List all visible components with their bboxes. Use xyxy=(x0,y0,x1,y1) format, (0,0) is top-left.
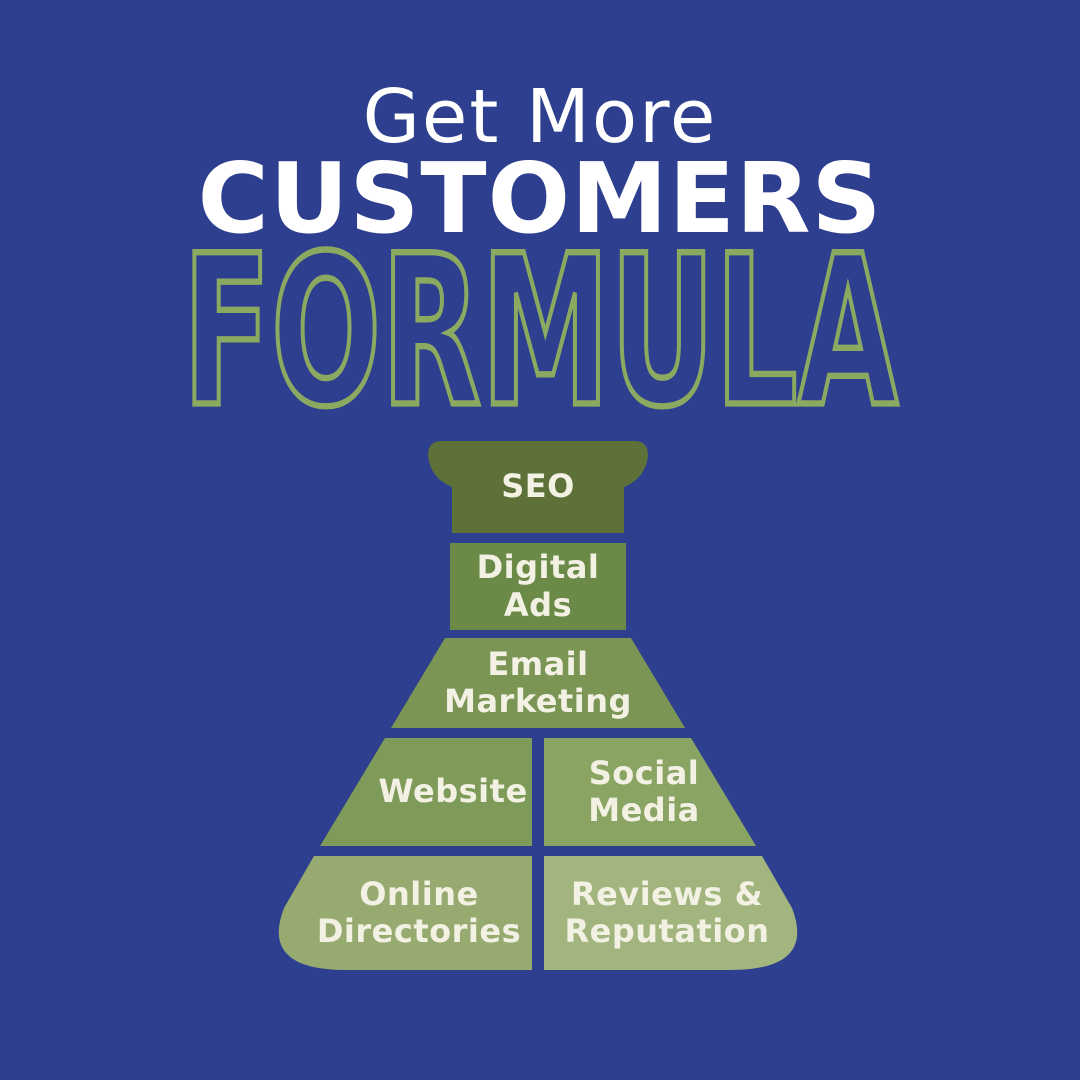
segment-label: Online xyxy=(359,874,479,913)
segment-label: Marketing xyxy=(444,682,632,720)
segment-label: Reviews & xyxy=(570,874,764,913)
segment-label: Media xyxy=(588,791,700,829)
segment-label: Reputation xyxy=(564,912,770,950)
title-formula: FORMULA xyxy=(0,226,1080,440)
funnel-segment-email-marketing: Email Marketing xyxy=(391,638,685,728)
funnel-segment-seo: SEO xyxy=(428,441,648,533)
funnel-segment-online-directories: Online Directories xyxy=(246,856,532,970)
segment-label: Directories xyxy=(316,912,522,950)
segment-label: Social xyxy=(588,753,700,792)
segment-label: SEO xyxy=(501,467,575,506)
segment-label: Ads xyxy=(503,585,573,624)
segment-label: Website xyxy=(378,772,528,811)
title-customers: CUSTOMERS xyxy=(197,142,883,255)
funnel-segment-digital-ads: Digital Ads xyxy=(450,543,626,630)
segment-label: Digital xyxy=(476,548,600,587)
funnel-segment-social-media: Social Media xyxy=(544,738,756,846)
funnel-segment-website: Website xyxy=(320,738,532,846)
segment-label: Email xyxy=(487,644,589,683)
title-get-more: Get More xyxy=(362,74,718,160)
funnel-segment-reviews-reputation: Reviews & Reputation xyxy=(544,856,830,970)
title-formula-text: FORMULA xyxy=(180,212,900,454)
